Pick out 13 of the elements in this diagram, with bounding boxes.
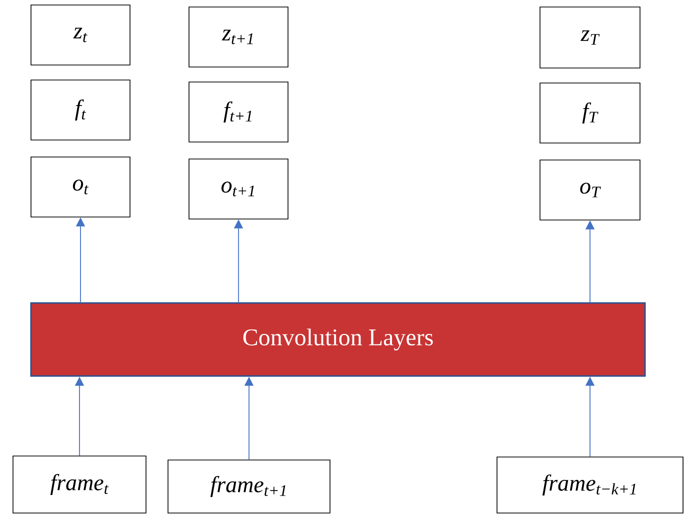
variable-box: f$_{t+1}$	[188, 82, 288, 142]
variable-box: f$_{t}$	[30, 80, 130, 140]
variable-box: o$_{T}$	[540, 160, 640, 220]
variable-box: f$_{T}$	[540, 82, 640, 144]
frame-box: frame$_{t+1}$	[168, 460, 330, 514]
variable-box: z$_{T}$	[540, 6, 640, 68]
variable-box: z$_{t+1}$	[188, 6, 288, 68]
frame-box: frame$_{t}$	[12, 456, 146, 514]
convolution-layer-box: Convolution Layers	[30, 302, 646, 377]
variable-box: z$_{t}$	[30, 4, 130, 66]
variable-box: o$_{t}$	[30, 156, 130, 218]
frame-box: frame$_{t−k+1}$	[496, 456, 684, 514]
variable-box: o$_{t+1}$	[188, 158, 288, 220]
